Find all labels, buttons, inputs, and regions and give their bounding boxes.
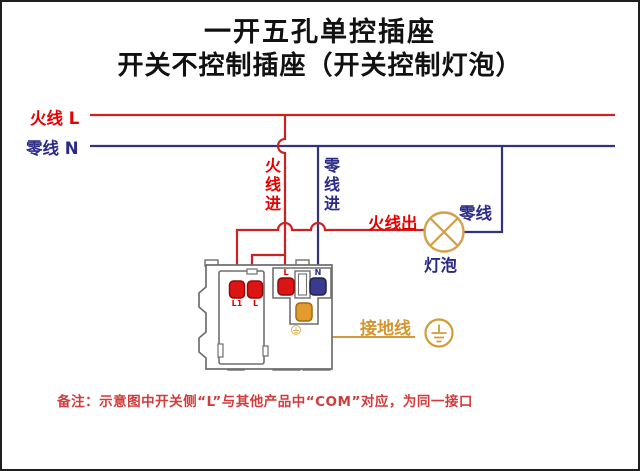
terminal-label-socket-l: L bbox=[283, 268, 289, 277]
lamp-icon bbox=[423, 211, 465, 253]
terminal-switch-l1 bbox=[228, 280, 246, 299]
neutral-branch-label: 零线 bbox=[459, 204, 492, 223]
ground-wire-label: 接地线 bbox=[360, 319, 411, 339]
page-subtitle: 开关不控制插座（开关控制灯泡） bbox=[117, 51, 523, 81]
ground-mark-icon bbox=[291, 325, 301, 335]
terminal-label-switch-l: L bbox=[252, 299, 259, 308]
terminal-ground bbox=[295, 302, 313, 322]
terminal-label-l1: L1 bbox=[231, 299, 243, 308]
title-block: 一开五孔单控插座 开关不控制插座（开关控制灯泡） bbox=[2, 16, 638, 83]
footnote: 备注：示意图中开关侧“L”与其他产品中“COM”对应，为同一接口 bbox=[57, 394, 473, 410]
terminal-socket-l bbox=[277, 277, 295, 296]
terminal-switch-l bbox=[246, 280, 264, 299]
page-title: 一开五孔单控插座 bbox=[204, 17, 436, 48]
live-in-label: 火线进 bbox=[262, 157, 281, 214]
live-in-wire bbox=[276, 115, 287, 279]
lamp-neutral-wire bbox=[464, 146, 504, 234]
neutral-in-label: 零线进 bbox=[321, 157, 340, 214]
switch-detail bbox=[217, 343, 224, 358]
terminal-label-socket-n: N bbox=[314, 268, 322, 277]
ground-symbol-icon bbox=[424, 318, 454, 348]
live-out-wire bbox=[235, 221, 424, 280]
switch-detail bbox=[262, 345, 269, 357]
neutral-line-label: 零线 N bbox=[26, 139, 79, 158]
socket-slot-inner bbox=[297, 273, 308, 296]
switch-detail bbox=[246, 268, 258, 275]
bulb-label: 灯泡 bbox=[424, 256, 457, 275]
live-line-label: 火线 L bbox=[30, 109, 80, 128]
terminal-socket-n bbox=[309, 277, 327, 296]
live-out-label: 火线出 bbox=[368, 214, 418, 233]
